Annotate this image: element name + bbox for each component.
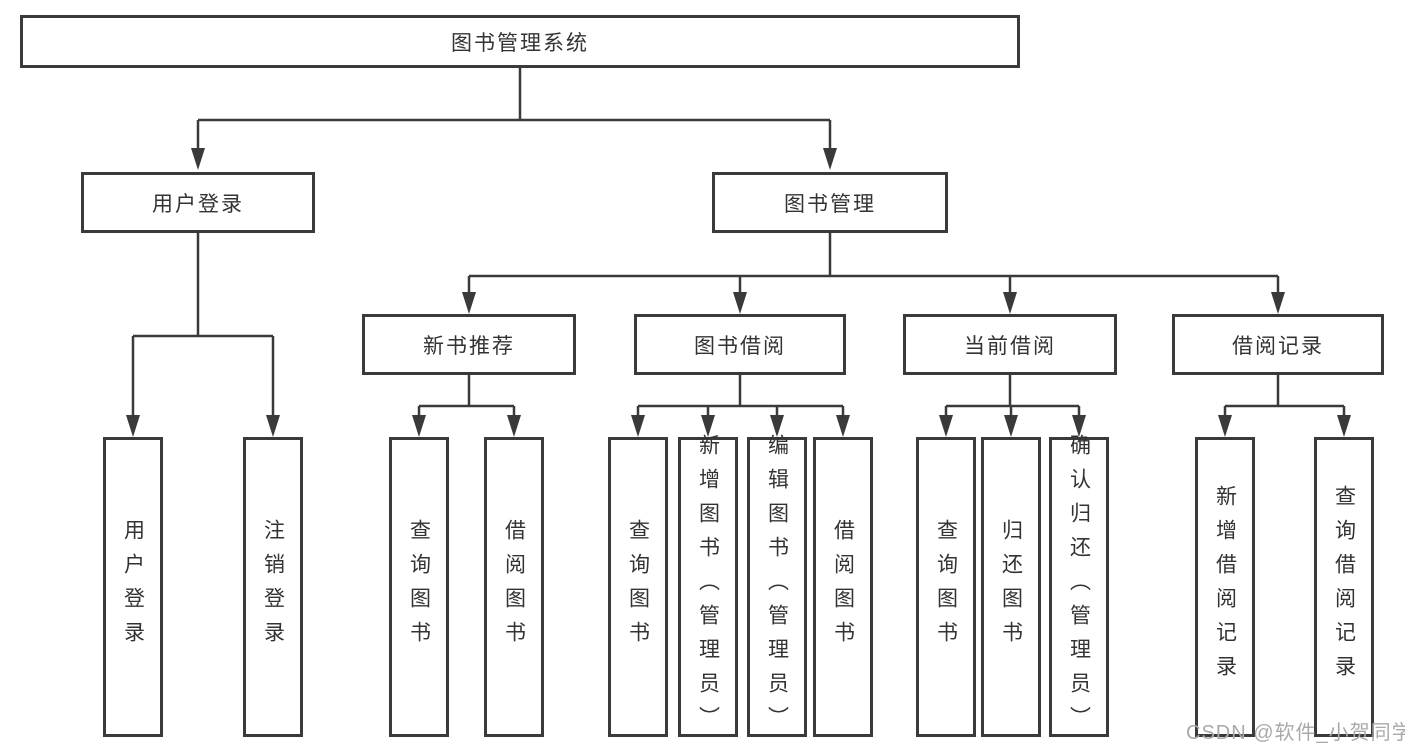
leaf-logout: 注销登录 [243,437,303,737]
leaf-return-books-label: 归还图书 [999,519,1023,655]
node-user-login: 用户登录 [81,172,315,233]
leaf-logout-label: 注销登录 [261,519,285,655]
node-book-management: 图书管理 [712,172,948,233]
node-borrow-records: 借阅记录 [1172,314,1384,375]
leaf-query-books-recommend-label: 查询图书 [407,519,431,655]
leaf-add-borrow-record: 新增借阅记录 [1195,437,1255,737]
leaf-add-book-admin: 新增图书（管理员） [678,434,738,740]
leaf-user-login-label: 用户登录 [121,519,145,655]
leaf-query-books-current: 查询图书 [916,437,976,737]
csdn-watermark: CSDN @软件_小贺同学 [1186,722,1405,744]
leaf-query-books-current-label: 查询图书 [934,519,958,655]
leaf-edit-book-admin-label: 编辑图书（管理员） [765,434,789,740]
leaf-borrow-books-recommend: 借阅图书 [484,437,544,737]
node-book-borrow-label: 图书借阅 [694,334,786,358]
leaf-user-login: 用户登录 [103,437,163,737]
leaf-query-books-borrow: 查询图书 [608,437,668,737]
node-new-book-recommend-label: 新书推荐 [423,334,515,358]
node-new-book-recommend: 新书推荐 [362,314,576,375]
leaf-borrow-books-label: 借阅图书 [831,519,855,655]
node-borrow-records-label: 借阅记录 [1232,334,1324,358]
leaf-confirm-return-admin: 确认归还（管理员） [1049,434,1109,740]
leaf-edit-book-admin: 编辑图书（管理员） [747,434,807,740]
leaf-query-borrow-record: 查询借阅记录 [1314,437,1374,737]
node-current-borrow-label: 当前借阅 [964,334,1056,358]
leaf-return-books: 归还图书 [981,437,1041,737]
leaf-query-books-recommend: 查询图书 [389,437,449,737]
leaf-query-borrow-record-label: 查询借阅记录 [1332,485,1356,689]
node-book-borrow: 图书借阅 [634,314,846,375]
leaf-borrow-books-recommend-label: 借阅图书 [502,519,526,655]
node-current-borrow: 当前借阅 [903,314,1117,375]
node-book-management-label: 图书管理 [784,192,876,216]
node-root-label: 图书管理系统 [451,31,589,55]
node-root: 图书管理系统 [20,15,1020,68]
leaf-add-book-admin-label: 新增图书（管理员） [696,434,720,740]
leaf-confirm-return-admin-label: 确认归还（管理员） [1067,434,1091,740]
leaf-query-books-borrow-label: 查询图书 [626,519,650,655]
leaf-add-borrow-record-label: 新增借阅记录 [1213,485,1237,689]
leaf-borrow-books: 借阅图书 [813,437,873,737]
node-user-login-label: 用户登录 [152,192,244,216]
